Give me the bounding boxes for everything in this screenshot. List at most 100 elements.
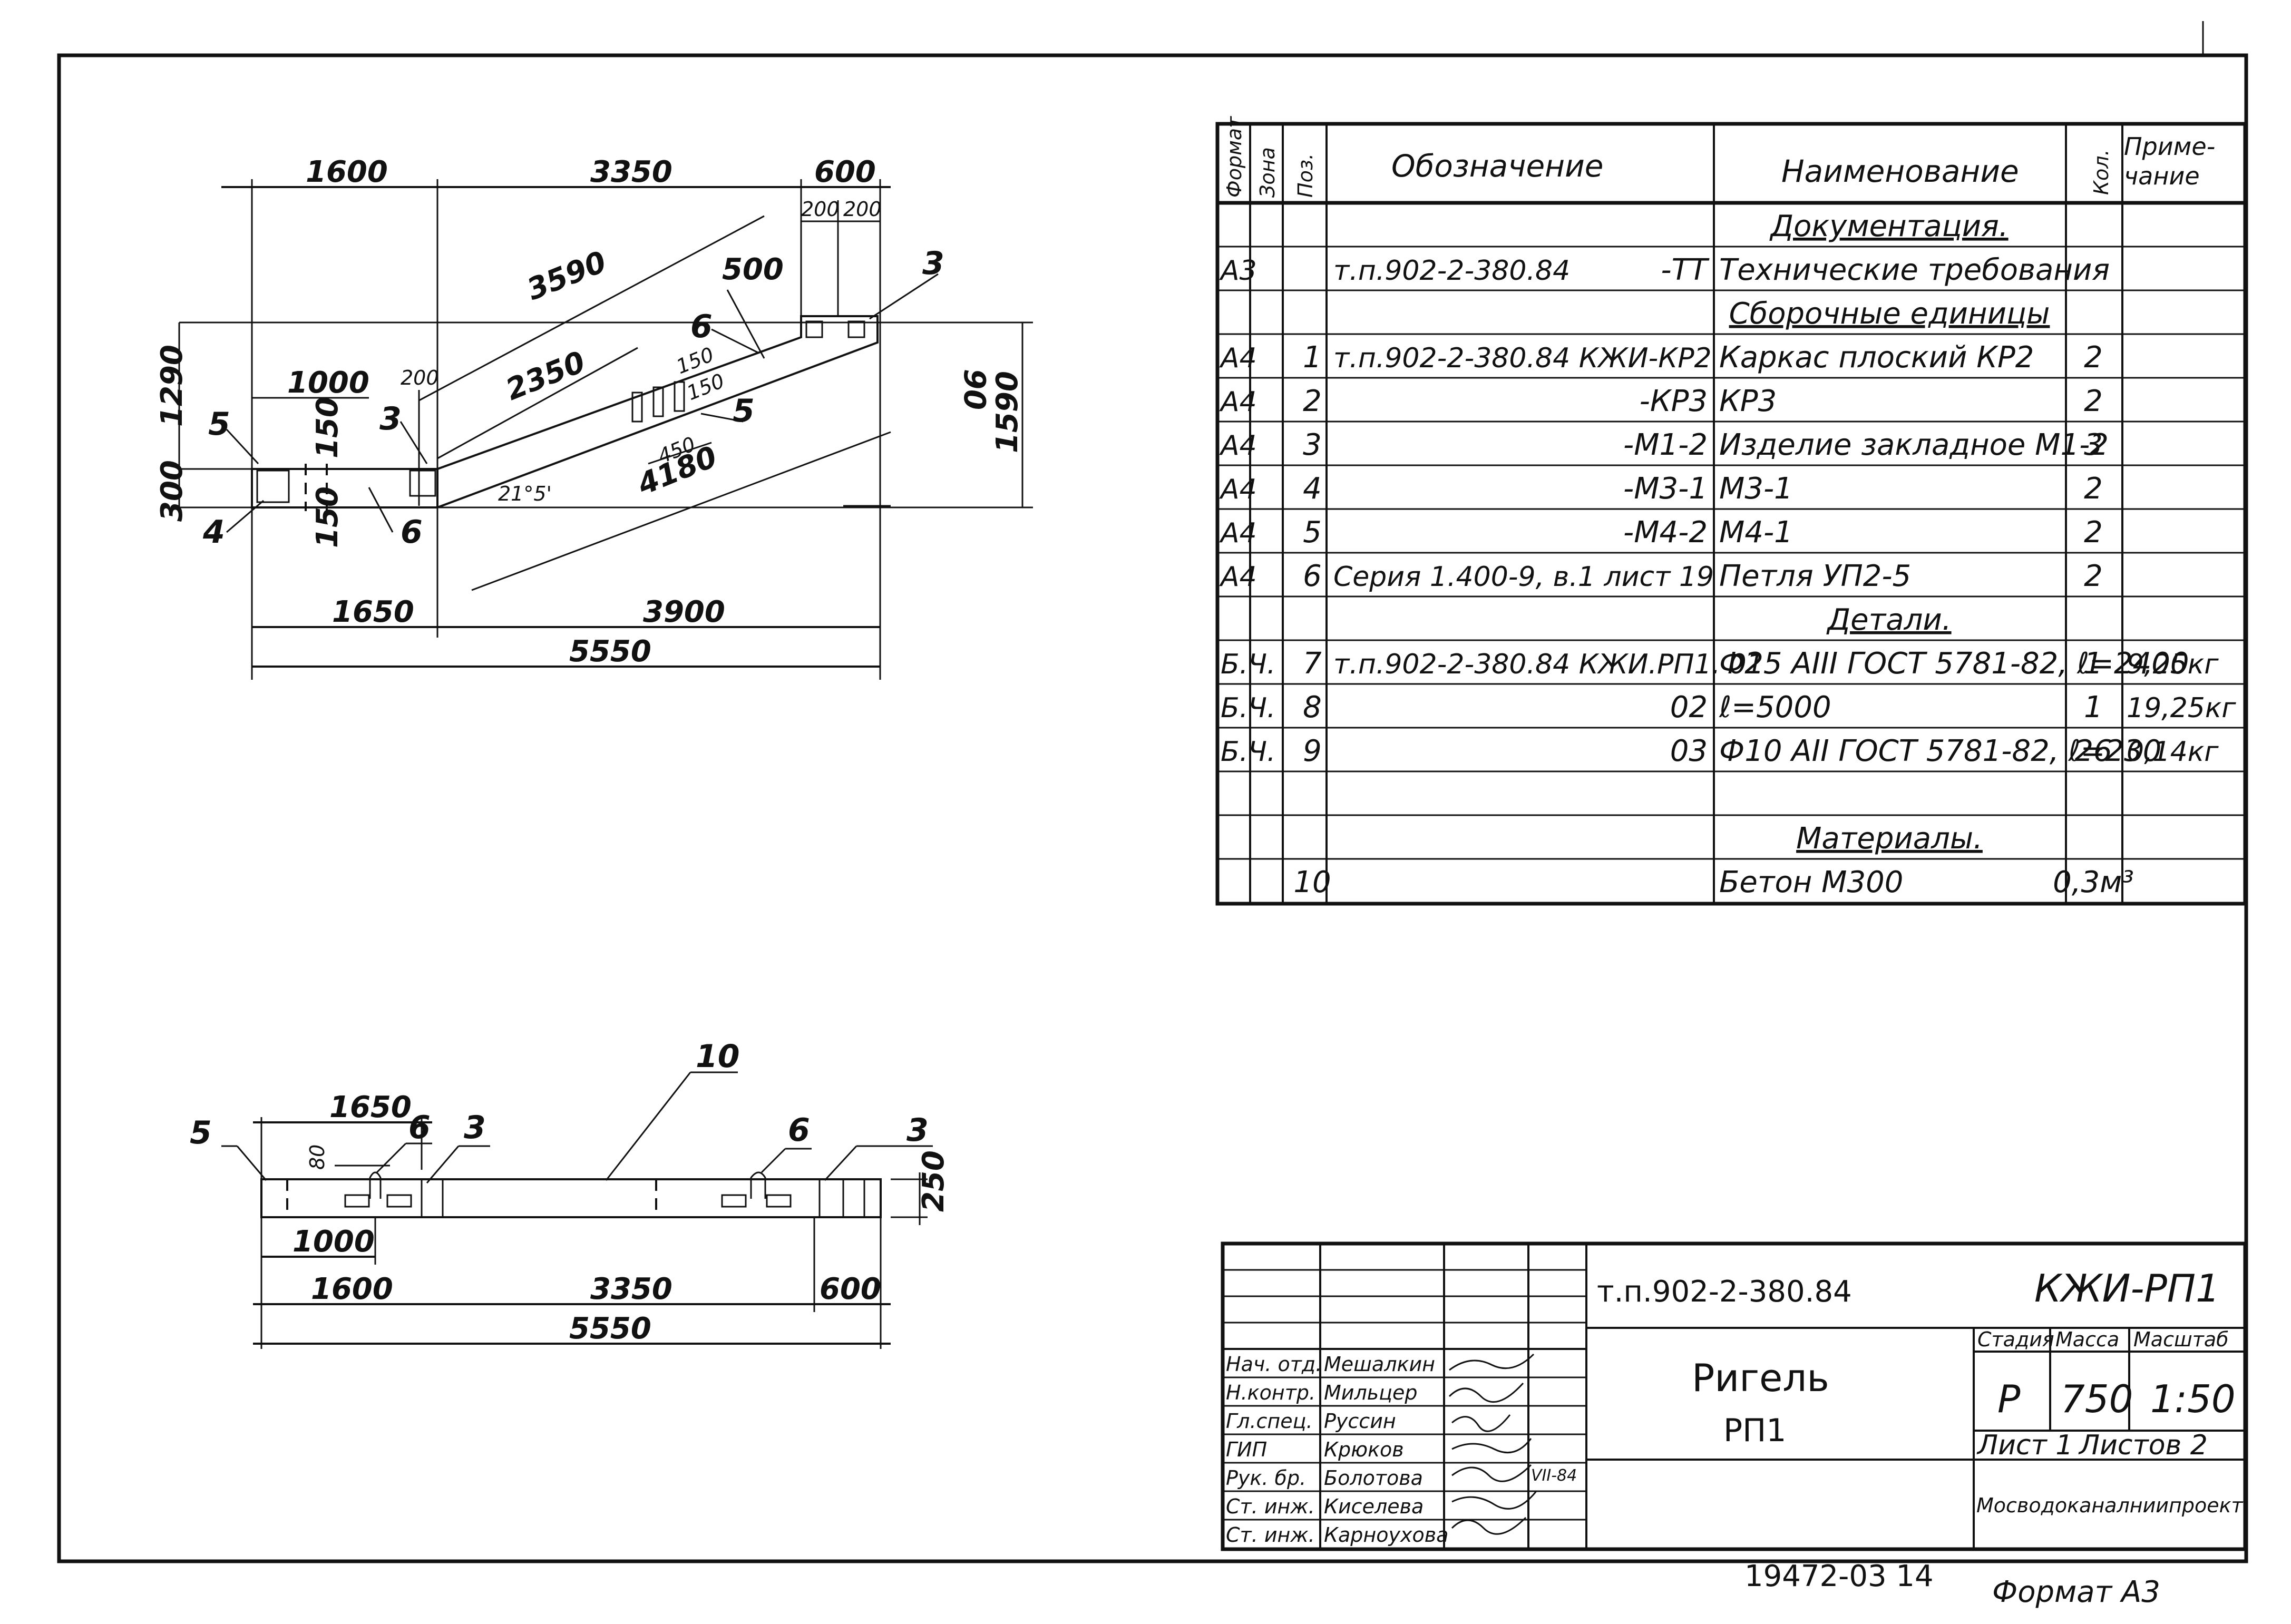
spec-cell-qty: 3 (2084, 428, 2103, 462)
spec-cell-name: Технические требования (1719, 253, 2110, 287)
pos-5-left: 5 (208, 406, 230, 443)
sheet-number: Лист 1 (1976, 1430, 2073, 1461)
hdr-note: Приме-чание (2124, 132, 2215, 190)
signer-role: Рук. бр. (1226, 1466, 1306, 1490)
dim-200-left: 200 (401, 366, 439, 389)
signer-name: Карноухова (1324, 1523, 1448, 1547)
stage-label: Стадия (1977, 1328, 2054, 1351)
spec-cell-designation: т.п.902-2-380.84 КЖИ-КР2 (1333, 343, 1712, 374)
dim-150-left-bot: 150 (310, 486, 345, 548)
dim-300: 300 (155, 460, 189, 522)
spec-cell-pos: 2 (1303, 384, 1322, 418)
dim-150-left-top: 150 (310, 397, 345, 458)
spec-cell-designation-suffix: 02 (1670, 690, 1708, 725)
elev-dim-1000: 1000 (293, 1225, 375, 1259)
pos-6-left: 6 (401, 514, 423, 551)
spec-cell-format: А4 (1219, 343, 1257, 374)
pos-4-left: 4 (202, 514, 225, 551)
dim-90: 90 (957, 369, 991, 410)
signer-role: Нач. отд. (1226, 1353, 1322, 1376)
elev-dim-5550: 5550 (569, 1312, 651, 1346)
spec-cell-name: ℓ=5000 (1719, 690, 1831, 725)
hdr-qty: Кол. (2090, 149, 2113, 195)
elev-pos-6b: 6 (788, 1112, 810, 1149)
spec-cell-pos: 7 (1303, 647, 1322, 681)
spec-cell-format: А3 (1219, 255, 1257, 287)
spec-cell-designation-suffix: -М3-1 (1623, 472, 1708, 506)
spec-cell-name: Ф10 АII ГОСТ 5781-82, ℓ=230 (1719, 734, 2161, 768)
dim-1000: 1000 (287, 366, 369, 400)
spec-cell-name: Документация. (1769, 209, 2008, 243)
signer-name: Руссин (1324, 1410, 1396, 1433)
hdr-designation: Обозначение (1391, 148, 1603, 184)
mass-label: Масса (2055, 1328, 2119, 1351)
elev-dim-1600: 1600 (311, 1272, 393, 1306)
pos-3-left: 3 (379, 400, 402, 437)
spec-cell-qty: 1 (2084, 690, 2103, 725)
spec-cell-pos: 8 (1303, 690, 1322, 725)
spec-cell-name: Ф25 АIII ГОСТ 5781-82, ℓ=2400 (1719, 647, 2189, 681)
spec-cell-name: Каркас плоский КР2 (1719, 340, 2034, 375)
spec-table (1215, 122, 2247, 906)
dim-500: 500 (722, 252, 784, 287)
signer-role: ГИП (1226, 1438, 1267, 1461)
spec-cell-pos: 10 (1293, 865, 1331, 899)
format-label: Формат А3 (1992, 1575, 2160, 1609)
hdr-zone: Зона (1256, 147, 1279, 198)
spec-cell-name: Петля УП2-5 (1719, 559, 1911, 593)
dim-200a: 200 (801, 198, 840, 221)
signer-name: Крюков (1324, 1438, 1404, 1461)
spec-cell-format: А4 (1219, 386, 1257, 418)
spec-cell-note: 19,25кг (2127, 692, 2236, 724)
scale-value: 1:50 (2150, 1377, 2236, 1421)
title-block (1221, 1241, 2247, 1551)
mass-value: 750 (2061, 1377, 2133, 1421)
angle-label: 21°5' (498, 482, 552, 505)
hdr-pos: Поз. (1294, 153, 1317, 198)
elev-pos-10: 10 (696, 1038, 740, 1075)
signer-name: Болотова (1324, 1466, 1423, 1490)
spec-cell-designation: т.п.902-2-380.84 КЖИ.РП1. 01 (1333, 649, 1764, 680)
hdr-name: Наименование (1781, 153, 2019, 189)
elev-dim-600: 600 (820, 1272, 881, 1306)
spec-cell-designation-suffix: -М4-2 (1623, 515, 1708, 550)
spec-cell-pos: 5 (1303, 515, 1322, 550)
sheets-total: Листов 2 (2078, 1430, 2208, 1461)
spec-cell-pos: 3 (1303, 428, 1322, 462)
spec-cell-pos: 4 (1303, 472, 1322, 506)
organization: Мосводоканалниипроект (1976, 1494, 2244, 1517)
spec-cell-qty: 26 (2074, 734, 2112, 768)
elev-pos-3a: 3 (464, 1109, 486, 1146)
elev-dim-80: 80 (306, 1144, 329, 1170)
pos-3-top: 3 (922, 245, 944, 282)
elev-pos-5: 5 (190, 1114, 212, 1151)
spec-cell-pos: 1 (1303, 340, 1322, 375)
spec-cell-format: Б.Ч. (1221, 649, 1275, 680)
dim-1650: 1650 (332, 595, 414, 629)
signer-role: Ст. инж. (1226, 1495, 1315, 1518)
signer-name: Киселева (1324, 1495, 1424, 1518)
spec-cell-designation: Серия 1.400-9, в.1 лист 19 (1333, 561, 1714, 593)
spec-cell-name: Материалы. (1796, 821, 1983, 856)
archive-number: 19472-03 14 (1744, 1559, 1934, 1593)
spec-cell-qty: 2 (2084, 472, 2103, 506)
spec-cell-designation-suffix: -ТТ (1661, 253, 1709, 287)
elev-dim-3350: 3350 (590, 1272, 672, 1306)
elev-pos-6a: 6 (408, 1109, 431, 1146)
plan-view: 1600 3350 600 200 200 3590 500 1290 1000… (155, 155, 1033, 680)
dim-5550: 5550 (569, 634, 651, 669)
spec-cell-qty: 2 (2084, 384, 2103, 418)
beam-elevation (260, 1178, 882, 1218)
spec-cell-qty: 1 (2084, 647, 2103, 681)
spec-cell-note: 9,25кг (2127, 649, 2219, 680)
spec-cell-qty: 2 (2084, 559, 2103, 593)
signer-role: Н.контр. (1226, 1381, 1315, 1404)
dim-200b: 200 (843, 198, 882, 221)
dim-3900: 3900 (643, 595, 725, 629)
sheet-frame (57, 21, 2248, 1563)
spec-cell-format: А4 (1219, 517, 1257, 549)
title-line2: РП1 (1723, 1412, 1786, 1449)
spec-cell-name: М3-1 (1719, 472, 1793, 506)
